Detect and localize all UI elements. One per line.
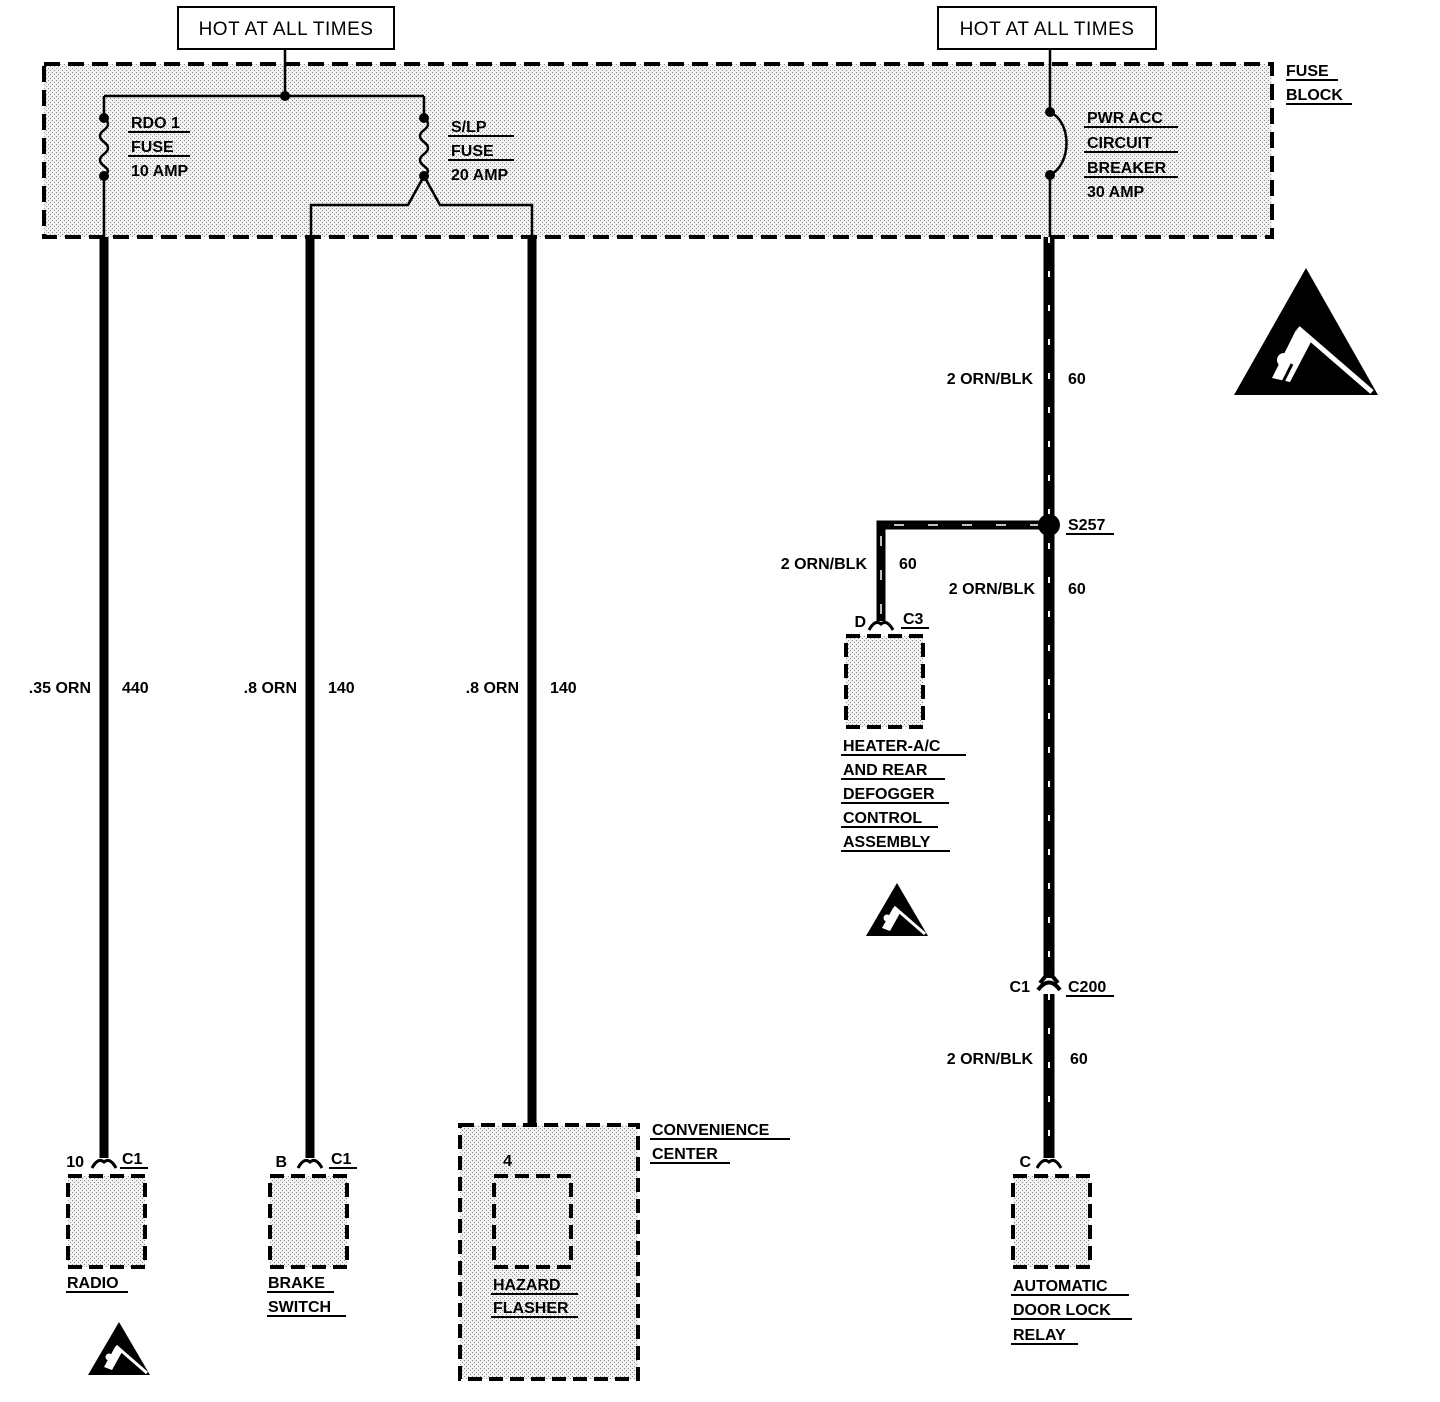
wire-pwr-lower-circuit: 60 <box>1070 1051 1088 1068</box>
wire-heater-branch: 2 ORN/BLK 60 <box>781 520 1049 621</box>
wire-heater-gauge: 2 ORN/BLK <box>781 556 868 573</box>
svg-text:AND REAR: AND REAR <box>843 762 928 779</box>
convenience-name-2: CENTER <box>652 1146 718 1163</box>
fuse-rdo-1-label: RDO 1 FUSE 10 AMP <box>128 115 190 180</box>
radio-connector: C1 <box>122 1151 143 1168</box>
svg-text:CONTROL: CONTROL <box>843 810 922 827</box>
wire-pwr-mid-circuit: 60 <box>1068 581 1086 598</box>
inline-connector-c200: C1 C200 <box>1010 968 1114 997</box>
svg-text:AUTOMATIC: AUTOMATIC <box>1013 1278 1108 1295</box>
wire-hazard-circuit: 140 <box>550 680 577 697</box>
svg-text:BREAKER: BREAKER <box>1087 160 1167 177</box>
svg-text:C200: C200 <box>1068 979 1106 996</box>
svg-text:HEATER-A/C: HEATER-A/C <box>843 738 941 755</box>
svg-text:30 AMP: 30 AMP <box>1087 184 1145 201</box>
convenience-name-1: CONVENIENCE <box>652 1122 770 1139</box>
svg-text:DOOR LOCK: DOOR LOCK <box>1013 1302 1111 1319</box>
wire-hazard: .8 ORN 140 <box>466 237 577 1158</box>
hazard-pin: 4 <box>503 1153 512 1170</box>
esd-warning-heater-icon <box>866 883 928 936</box>
door-lock-pin: C <box>1019 1154 1031 1171</box>
brake-pin: B <box>275 1154 287 1171</box>
fuse-slp-label: S/LP FUSE 20 AMP <box>448 119 514 184</box>
svg-text:S257: S257 <box>1068 517 1105 534</box>
svg-text:ASSEMBLY: ASSEMBLY <box>843 834 931 851</box>
svg-text:PWR ACC: PWR ACC <box>1087 110 1163 127</box>
svg-text:C1: C1 <box>1010 979 1031 996</box>
radio-pin: 10 <box>66 1154 84 1171</box>
esd-warning-large-icon <box>1234 268 1378 395</box>
breaker-pwr-acc-label: PWR ACC CIRCUIT BREAKER 30 AMP <box>1084 110 1178 201</box>
svg-text:FUSE: FUSE <box>451 143 494 160</box>
component-door-lock-relay: C AUTOMATIC DOOR LOCK RELAY <box>1011 1154 1132 1345</box>
hot-at-all-times-left: HOT AT ALL TIMES <box>177 6 395 50</box>
component-radio: 10 C1 RADIO <box>66 1151 148 1293</box>
wire-brake-gauge: .8 ORN <box>244 680 297 697</box>
brake-name-2: SWITCH <box>268 1299 331 1316</box>
fuse-block-label-2: BLOCK <box>1286 87 1343 104</box>
component-brake-switch: B C1 BRAKE SWITCH <box>267 1151 357 1317</box>
wire-radio-circuit: 440 <box>122 680 149 697</box>
svg-text:FUSE: FUSE <box>131 139 174 156</box>
radio-name: RADIO <box>67 1275 119 1292</box>
wire-pwr-upper-circuit: 60 <box>1068 371 1086 388</box>
wire-pwr-mid-gauge: 2 ORN/BLK <box>949 581 1036 598</box>
wire-radio-gauge: .35 ORN <box>29 680 91 697</box>
hazard-name-2: FLASHER <box>493 1300 569 1317</box>
svg-text:RDO 1: RDO 1 <box>131 115 180 132</box>
svg-text:RELAY: RELAY <box>1013 1327 1066 1344</box>
wire-brake-circuit: 140 <box>328 680 355 697</box>
brake-connector: C1 <box>331 1151 352 1168</box>
esd-warning-radio-icon <box>88 1322 150 1375</box>
heater-pin: D <box>854 614 866 631</box>
wire-hazard-gauge: .8 ORN <box>466 680 519 697</box>
svg-text:DEFOGGER: DEFOGGER <box>843 786 935 803</box>
hot-at-all-times-right: HOT AT ALL TIMES <box>937 6 1157 50</box>
wire-pwr-lower-gauge: 2 ORN/BLK <box>947 1051 1034 1068</box>
svg-text:20 AMP: 20 AMP <box>451 167 509 184</box>
svg-text:HOT AT ALL TIMES: HOT AT ALL TIMES <box>960 19 1135 40</box>
wire-heater-circuit: 60 <box>899 556 917 573</box>
svg-text:S/LP: S/LP <box>451 119 487 136</box>
component-hazard-flasher: 4 HAZARD FLASHER <box>491 1153 578 1318</box>
hazard-name-1: HAZARD <box>493 1277 561 1294</box>
svg-text:CIRCUIT: CIRCUIT <box>1087 135 1152 152</box>
svg-text:10 AMP: 10 AMP <box>131 163 189 180</box>
wire-radio: .35 ORN 440 <box>29 237 149 1158</box>
fuse-block-label-1: FUSE <box>1286 63 1329 80</box>
brake-name-1: BRAKE <box>268 1275 325 1292</box>
svg-text:HOT AT ALL TIMES: HOT AT ALL TIMES <box>199 19 374 40</box>
component-heater-ac-control: D C3 HEATER-A/C AND REAR DEFOGGER CONTRO… <box>841 611 966 852</box>
splice-s257: S257 <box>1038 514 1114 536</box>
fuse-block-junctions <box>99 91 1055 181</box>
heater-connector: C3 <box>903 611 924 628</box>
wire-pwr-upper-gauge: 2 ORN/BLK <box>947 371 1034 388</box>
fuse-block-internal-wiring <box>98 49 1068 238</box>
fuse-block: FUSE BLOCK <box>42 62 1352 239</box>
wire-brake: .8 ORN 140 <box>244 237 355 1158</box>
